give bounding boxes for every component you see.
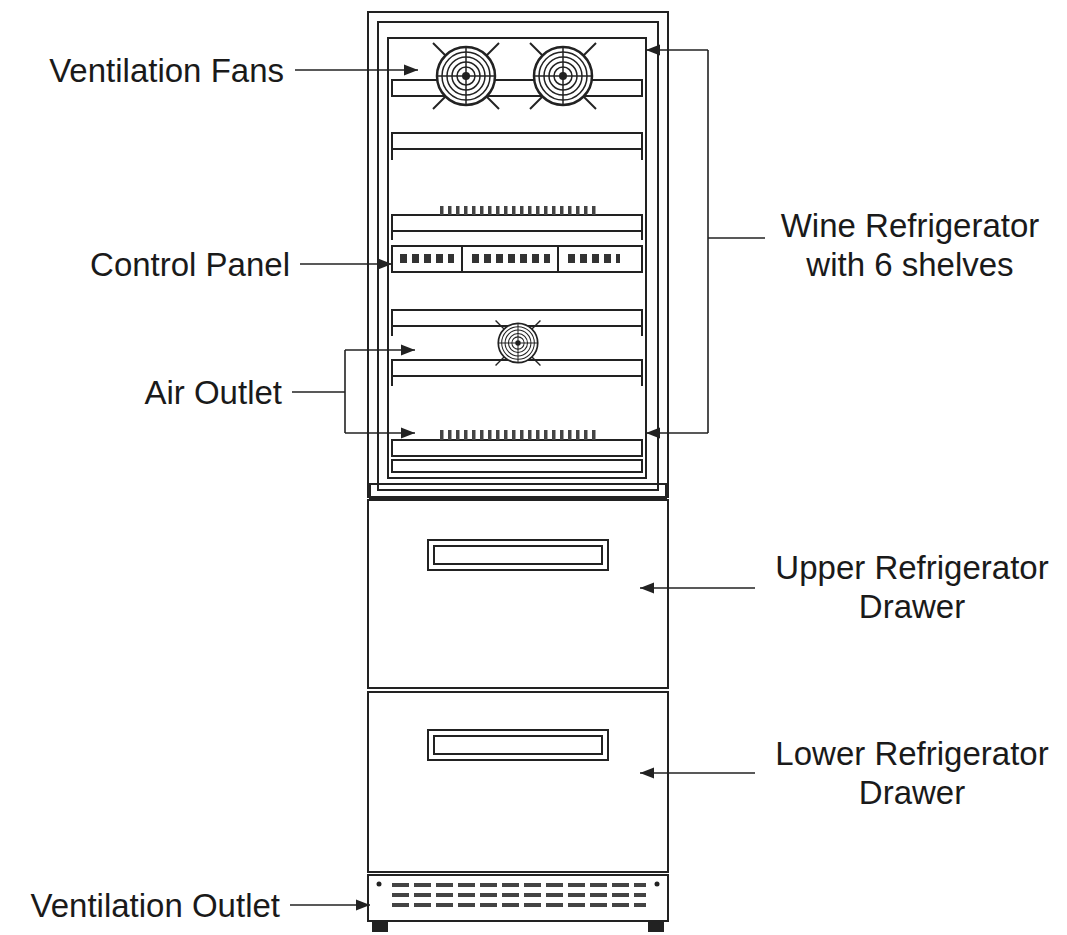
drawer-handle (428, 540, 608, 570)
bracket-line (344, 350, 346, 433)
screw (655, 882, 660, 887)
shelf-bracket (391, 326, 393, 336)
panel-buttons (470, 252, 550, 266)
ventilation-fan (433, 43, 499, 109)
panel-buttons (566, 252, 620, 266)
shelf (392, 215, 642, 231)
leader-line (640, 587, 755, 589)
leader-line (646, 49, 708, 51)
part-label: Upper Refrigerator Drawer (762, 548, 1062, 626)
shelf-bracket (641, 231, 643, 240)
shelf-bracket (391, 376, 393, 386)
control-panel (392, 246, 642, 272)
leader-line (640, 772, 755, 774)
shelf-bracket (641, 150, 643, 160)
ventilation-fan (530, 43, 596, 109)
bottle-tips (440, 206, 598, 215)
part-label: Wine Refrigerator with 6 shelves (760, 206, 1060, 284)
shelf-bracket (391, 150, 393, 160)
shelf-bracket (391, 231, 393, 240)
upper-drawer (368, 500, 668, 688)
leader-line (345, 432, 415, 434)
air-outlet-grille (440, 430, 598, 440)
glass-pane (388, 38, 646, 478)
lower-drawer (368, 692, 668, 872)
shelf (392, 80, 642, 96)
shelf (392, 440, 642, 456)
drawer-handle (428, 730, 608, 760)
leader-line (295, 69, 418, 71)
part-label: Control Panel (0, 245, 290, 284)
drawers (368, 500, 668, 921)
bracket-line (707, 50, 709, 433)
leader-line (290, 904, 370, 906)
leader-line (646, 432, 708, 434)
panel-buttons (400, 252, 454, 266)
base-grille (368, 875, 668, 921)
cabinet-base-trim (370, 484, 666, 498)
cabinet-frame (368, 12, 668, 497)
door-frame (378, 22, 658, 490)
leader-line (708, 237, 765, 239)
leader-line (345, 349, 415, 351)
leader-line (292, 391, 345, 393)
foot (648, 921, 664, 932)
shelf-bracket (641, 326, 643, 336)
part-label: Air Outlet (0, 373, 282, 412)
ventilation-slots (392, 883, 646, 913)
drawer-handle-inner (434, 546, 602, 564)
part-label: Ventilation Outlet (0, 886, 280, 925)
shelf-bracket (641, 376, 643, 386)
air-outlet-fan (496, 321, 541, 366)
shelf (392, 133, 642, 149)
part-label: Ventilation Fans (0, 51, 284, 90)
leader-line (300, 263, 392, 265)
panel-divider (557, 246, 559, 272)
leader-lines (290, 50, 765, 905)
bottom-rail (392, 460, 642, 472)
part-label: Lower Refrigerator Drawer (762, 734, 1062, 812)
wine-cabinet (368, 12, 668, 498)
panel-divider (461, 246, 463, 272)
drawer-handle-inner (434, 736, 602, 754)
screw (377, 882, 382, 887)
foot (372, 921, 388, 932)
